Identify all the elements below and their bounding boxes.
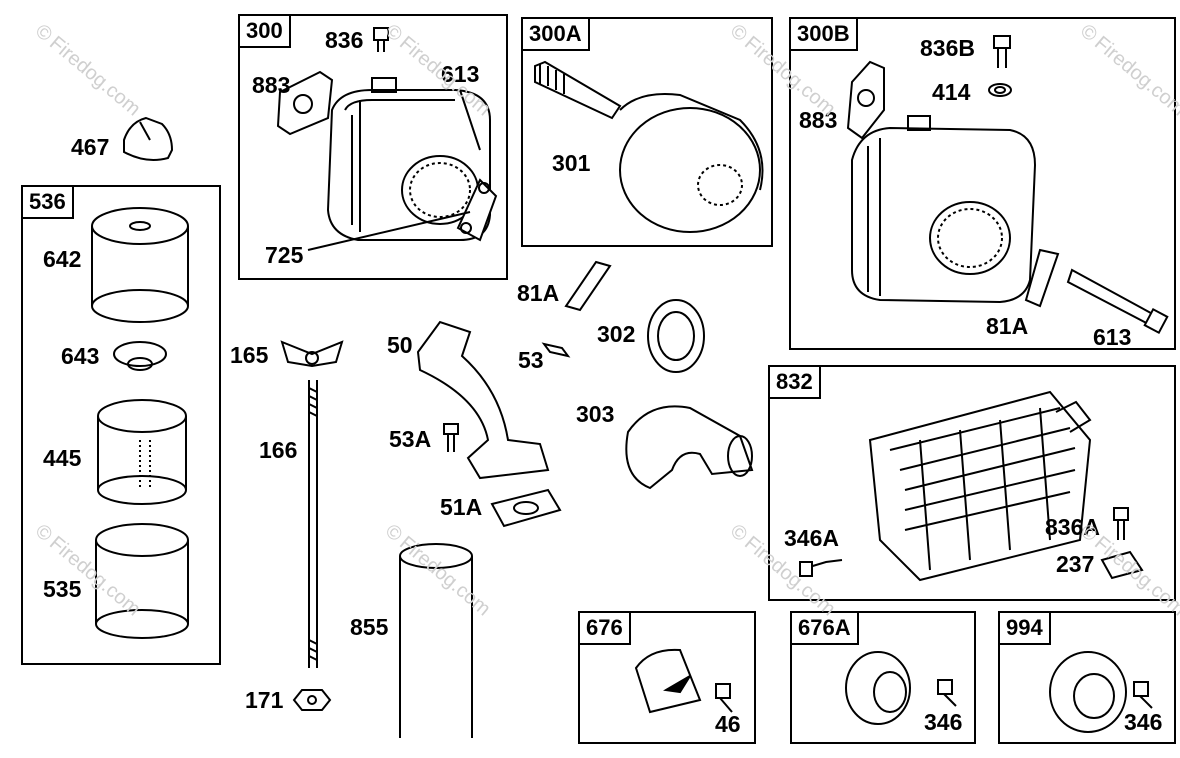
- stud-166-drawing: [308, 380, 318, 668]
- part-label-643: 643: [61, 343, 100, 369]
- part-label-725: 725: [265, 242, 304, 268]
- box-tag-300: 300: [238, 14, 291, 48]
- part-label-171: 171: [245, 687, 284, 713]
- part-label-613-right: 613: [1093, 324, 1132, 350]
- nut-171-drawing: [292, 689, 332, 711]
- gasket-51a-drawing: [490, 488, 562, 528]
- part-label-883-right: 883: [799, 107, 838, 133]
- elbow-303-drawing: [625, 405, 754, 490]
- wing-nut-165-drawing: [280, 340, 344, 368]
- part-label-51a: 51A: [440, 494, 483, 520]
- box-tag-300a: 300A: [521, 17, 590, 51]
- part-label-414: 414: [932, 79, 971, 105]
- box-tag-832: 832: [768, 365, 821, 399]
- group-box-300a: 300A: [521, 17, 773, 247]
- lock-ring-302-drawing: [647, 299, 705, 373]
- part-label-46: 46: [715, 711, 741, 737]
- part-label-166: 166: [259, 437, 298, 463]
- part-label-346-676a: 346: [924, 709, 963, 735]
- part-label-53: 53: [518, 347, 544, 373]
- box-tag-676: 676: [578, 611, 631, 645]
- part-label-836b: 836B: [920, 35, 975, 61]
- part-label-50: 50: [387, 332, 413, 358]
- part-label-237: 237: [1056, 551, 1095, 577]
- knob-467-drawing: [123, 116, 174, 161]
- screw-53a-drawing: [443, 423, 459, 452]
- part-label-303: 303: [576, 401, 615, 427]
- part-label-165: 165: [230, 342, 269, 368]
- part-label-836a: 836A: [1045, 514, 1100, 540]
- watermark: ©Firedog.com: [380, 520, 495, 621]
- box-tag-300b: 300B: [789, 17, 858, 51]
- watermark: ©Firedog.com: [30, 20, 145, 121]
- part-label-535: 535: [43, 576, 82, 602]
- box-tag-994: 994: [998, 611, 1051, 645]
- part-label-445: 445: [43, 445, 82, 471]
- box-tag-536: 536: [21, 185, 74, 219]
- group-box-300: 300: [238, 14, 508, 280]
- part-label-81a-center: 81A: [517, 280, 560, 306]
- part-label-302: 302: [597, 321, 636, 347]
- screw-53-drawing: [541, 342, 571, 358]
- elbow-50-drawing: [416, 320, 550, 480]
- part-label-613-left: 613: [441, 61, 480, 87]
- part-label-836: 836: [325, 27, 364, 53]
- part-label-346-994: 346: [1124, 709, 1163, 735]
- box-tag-676a: 676A: [790, 611, 859, 645]
- part-label-883-left: 883: [252, 72, 291, 98]
- part-label-301: 301: [552, 150, 591, 176]
- part-label-81a-right: 81A: [986, 313, 1029, 339]
- part-label-855: 855: [350, 614, 389, 640]
- part-label-53a: 53A: [389, 426, 432, 452]
- clip-81aa-drawing: [564, 260, 612, 312]
- part-label-467: 467: [71, 134, 110, 160]
- part-label-642: 642: [43, 246, 82, 272]
- part-label-346a: 346A: [784, 525, 839, 551]
